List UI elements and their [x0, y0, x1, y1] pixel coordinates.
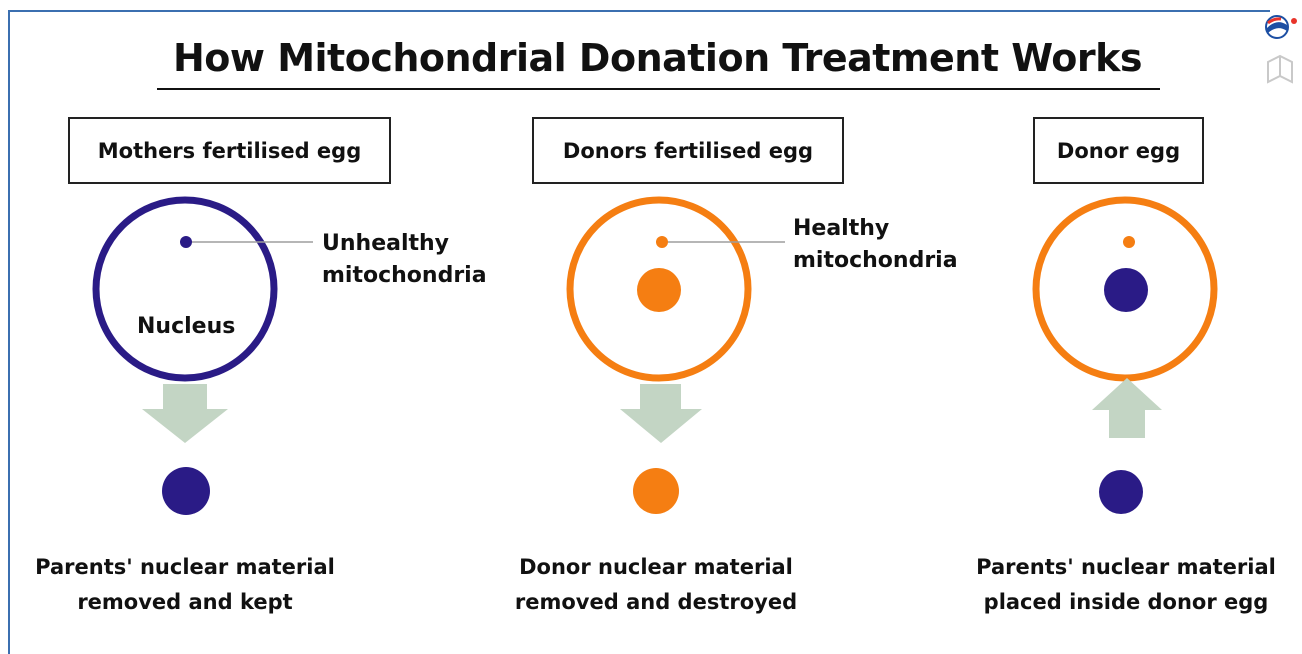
- healthy-mitochondria-label: Healthy mitochondria: [793, 213, 958, 277]
- nucleus-label: Nucleus: [137, 311, 235, 343]
- unhealthy-mitochondria-label: Unhealthy mitochondria: [322, 228, 487, 292]
- unhealthy-mitochondria-dot: [180, 236, 192, 248]
- donor-nucleus-in-egg: [637, 268, 681, 312]
- unhealthy-label-line2: mitochondria: [322, 260, 487, 292]
- up-arrow-donor-egg: [1092, 378, 1162, 438]
- down-arrow-mothers: [142, 384, 228, 443]
- caption-donor-egg: Parents' nuclear material placed inside …: [966, 550, 1286, 620]
- caption-donor-egg-line1: Parents' nuclear material: [966, 550, 1286, 585]
- caption-mothers-line1: Parents' nuclear material: [24, 550, 346, 585]
- parents-nucleus-in-donor-egg: [1104, 268, 1148, 312]
- unhealthy-label-line1: Unhealthy: [322, 228, 487, 260]
- caption-donors-line2: removed and destroyed: [505, 585, 807, 620]
- caption-donors-line1: Donor nuclear material: [505, 550, 807, 585]
- parents-nucleus-to-insert: [1099, 470, 1143, 514]
- mothers-egg-cell: [96, 200, 274, 378]
- donor-egg-mitochondria-dot: [1123, 236, 1135, 248]
- caption-donors: Donor nuclear material removed and destr…: [505, 550, 807, 620]
- parents-nucleus: [162, 467, 210, 515]
- down-arrow-donors: [620, 384, 702, 443]
- book-icon: [1268, 56, 1292, 82]
- caption-mothers: Parents' nuclear material removed and ke…: [24, 550, 346, 620]
- healthy-mitochondria-dot: [656, 236, 668, 248]
- globe-logo-icon: [1266, 16, 1297, 38]
- donor-nucleus-removed: [633, 468, 679, 514]
- caption-donor-egg-line2: placed inside donor egg: [966, 585, 1286, 620]
- healthy-label-line2: mitochondria: [793, 245, 958, 277]
- watermark-logos: [1264, 12, 1298, 88]
- caption-mothers-line2: removed and kept: [24, 585, 346, 620]
- healthy-label-line1: Healthy: [793, 213, 958, 245]
